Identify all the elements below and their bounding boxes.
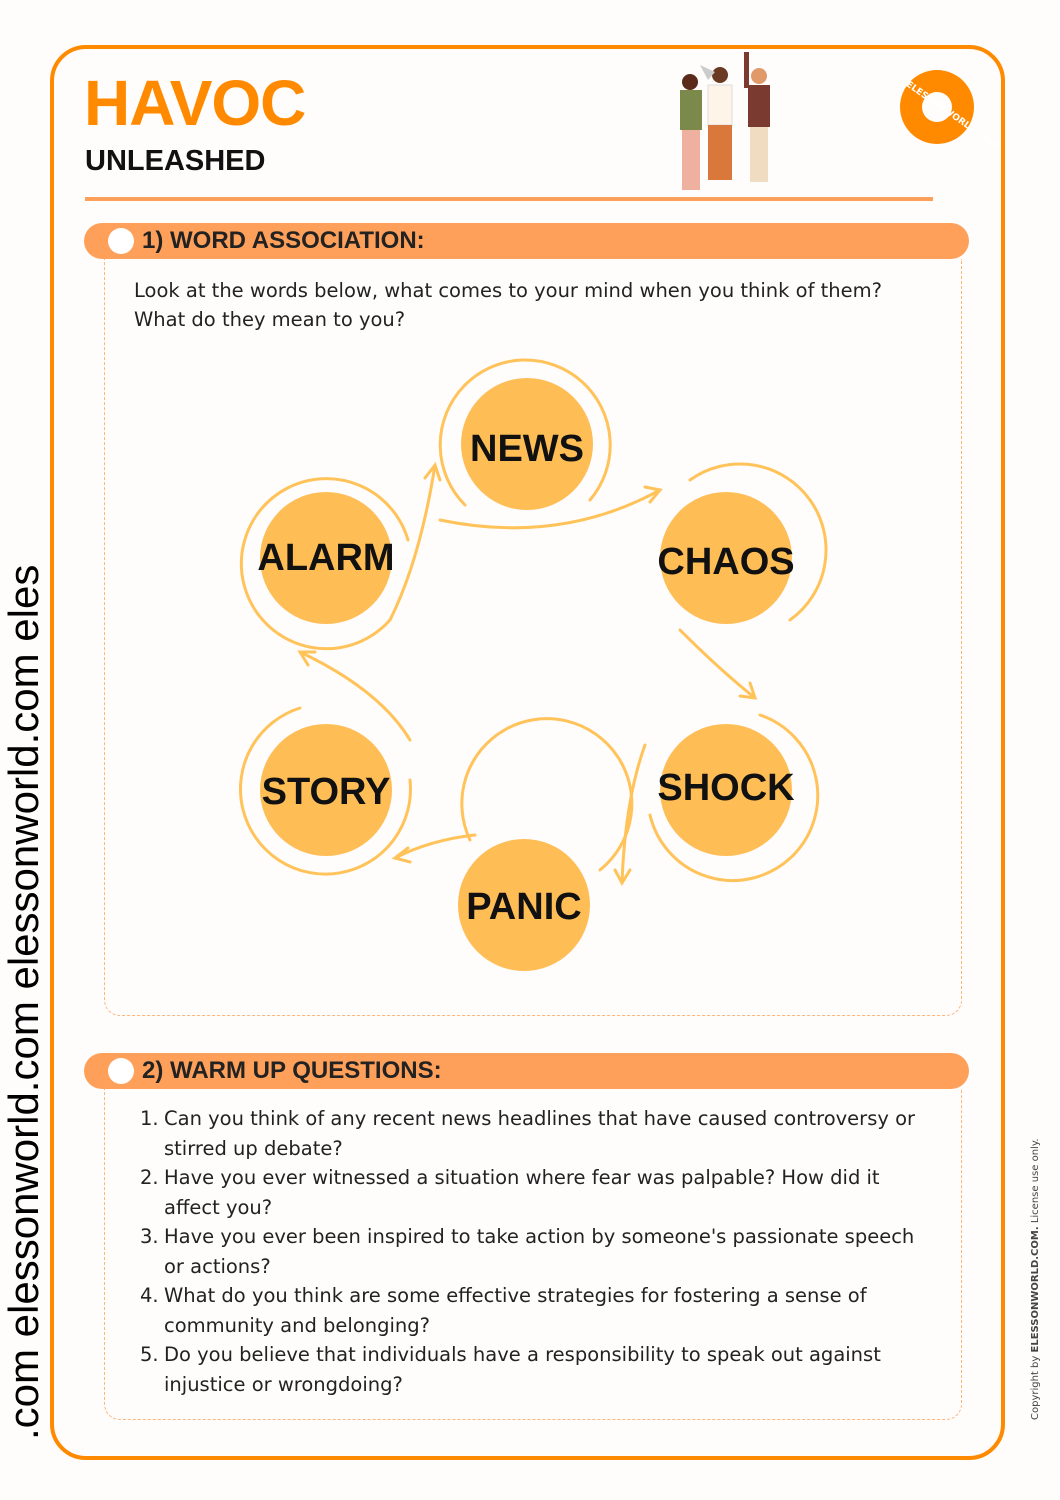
arrow [613,743,647,887]
page-frame [50,45,1005,1460]
word-circle [260,724,392,856]
page-title: HAVOC [84,67,306,139]
ring-arc [460,717,634,872]
section-1-heading: 1) WORD ASSOCIATION: [142,227,425,254]
bullet-circle-icon [108,1058,134,1084]
question-item: 5.Do you believe that individuals have a… [140,1343,881,1396]
ring-arc [239,477,410,651]
header-divider [85,197,933,201]
section-1-box [104,259,962,1016]
section-1-header: 1) WORD ASSOCIATION: [84,223,969,259]
ring-arc [238,706,412,876]
word-circle [660,724,792,856]
section-2-box [104,1089,962,1420]
arrow [388,461,442,622]
question-item: 1.Can you think of any recent news headl… [140,1107,916,1160]
arrow [678,628,758,700]
question-list: 1.Can you think of any recent news headl… [140,1104,930,1399]
word-panic: PANIC [466,886,582,928]
ring-arc [438,358,612,507]
section-2-heading: 2) WARM UP QUESTIONS: [142,1057,442,1084]
people-illustration [680,52,770,190]
word-circle [458,839,590,971]
arrow [391,833,477,864]
question-item: 4.What do you think are some effective s… [140,1284,867,1337]
arrow [297,650,412,742]
instructions-line-1: Look at the words below, what comes to y… [134,279,882,302]
instructions-line-2: What do they mean to you? [134,308,406,331]
arrow [438,485,663,530]
word-chaos: CHAOS [657,541,795,583]
word-circle [660,492,792,624]
section-2-header: 2) WARM UP QUESTIONS: [84,1053,969,1089]
word-shock: SHOCK [657,767,795,809]
section-1-instructions: Look at the words below, what comes to y… [134,276,882,334]
word-news: NEWS [470,428,584,470]
elessonworld-logo: ELESSONWORLD.COM [900,70,1000,151]
word-circle [461,378,593,510]
question-item: 3.Have you ever been inspired to take ac… [140,1225,915,1278]
word-story: STORY [261,771,391,813]
ring-arc [648,713,820,882]
bullet-circle-icon [108,228,134,254]
question-item: 2.Have you ever witnessed a situation wh… [140,1166,880,1219]
copyright-notice: Copyright by ELESSONWORLD.COM. License u… [1030,1138,1041,1421]
ring-arc [688,462,828,622]
page-subtitle: UNLEASHED [85,145,266,177]
word-circle [260,492,392,624]
word-alarm: ALARM [257,537,395,579]
